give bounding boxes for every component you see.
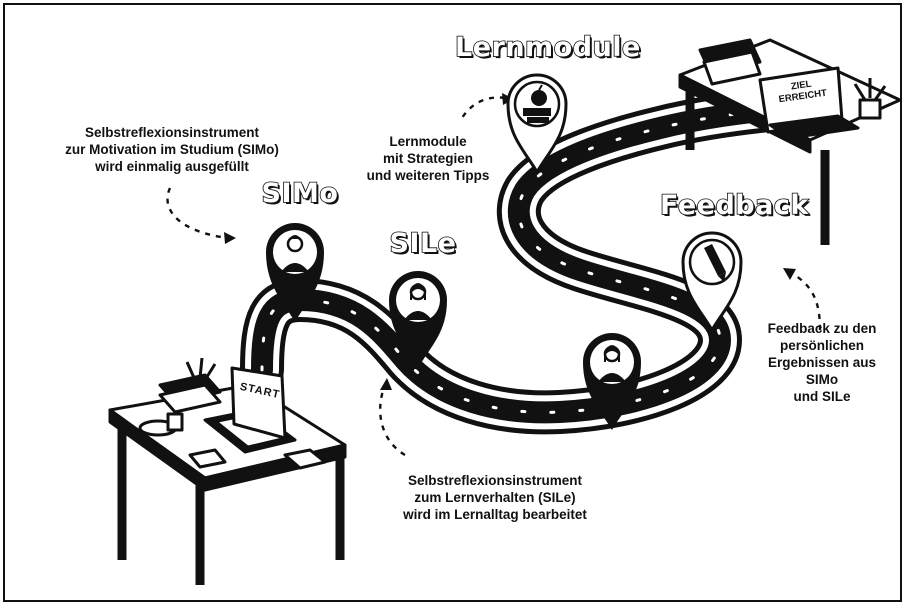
sile-pin xyxy=(389,271,447,368)
winding-road xyxy=(240,86,812,435)
goal-desk xyxy=(678,38,902,245)
simo-title: SIMo xyxy=(261,177,339,210)
feedback-title: Feedback xyxy=(659,189,809,222)
lernmodule-title: Lernmodule xyxy=(454,31,641,64)
simo-pin xyxy=(266,223,324,322)
sile-title: SILe xyxy=(389,227,457,260)
start-desk xyxy=(108,357,347,585)
feedback-annotation: Feedback zu den persönlichen Ergebnissen… xyxy=(767,321,877,404)
image-border xyxy=(3,3,902,602)
progress-pin xyxy=(583,333,641,430)
lernmodule-annotation: Lernmodule mit Strategien und weiteren T… xyxy=(366,134,490,183)
dashed-arrows xyxy=(166,96,822,457)
feedback-pin xyxy=(681,231,743,333)
simo-annotation: Selbstreflexionsinstrument zur Motivatio… xyxy=(65,125,279,174)
sile-annotation: Selbstreflexionsinstrument zum Lernverha… xyxy=(403,473,587,522)
lernmodule-pin xyxy=(506,73,568,175)
